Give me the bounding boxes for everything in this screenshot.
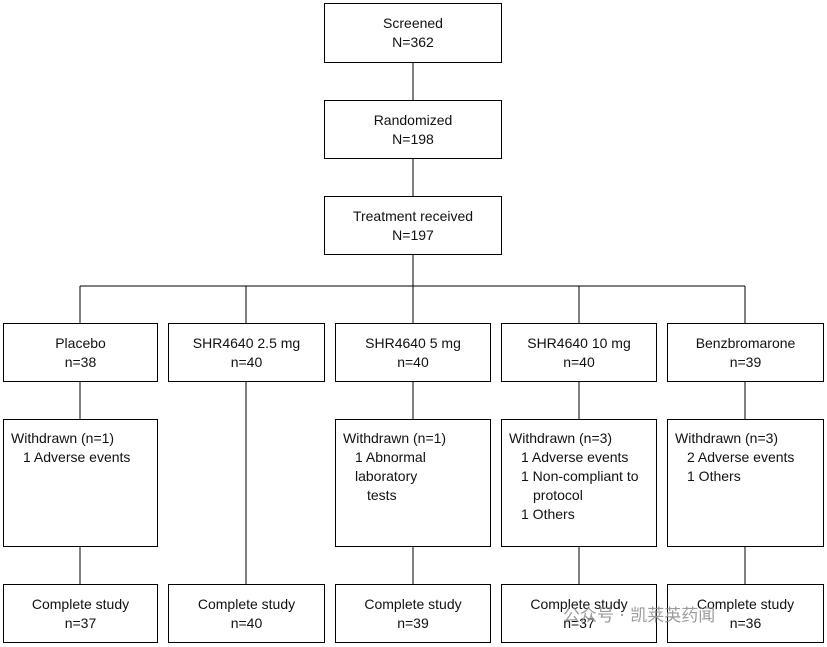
withdrawn-placebo-box: Withdrawn (n=1) 1 Adverse events: [3, 419, 158, 547]
arm-count: n=40: [397, 353, 429, 370]
screened-box: Screened N=362: [324, 3, 502, 63]
complete-shr4640-10mg-box: Complete study n=37: [501, 584, 657, 643]
arm-name: Benzbromarone: [695, 334, 796, 351]
screened-label: Screened: [383, 15, 443, 31]
withdrawn-reason-cont: tests: [367, 487, 397, 503]
complete-label: Complete study: [530, 595, 628, 612]
withdrawn-reason-cont: protocol: [533, 487, 583, 503]
withdrawn-reason: 1 Adverse events: [23, 449, 131, 465]
complete-count: n=37: [563, 614, 595, 631]
withdrawn-reason: 1 Adverse events: [521, 449, 629, 465]
arm-count: n=40: [230, 353, 263, 370]
withdrawn-reason: 1 Non-compliant to: [521, 468, 639, 484]
complete-count: n=36: [729, 614, 762, 631]
arm-shr4640-2-5mg-box: SHR4640 2.5 mg n=40: [168, 323, 325, 382]
withdrawn-reason: 1 Others: [521, 506, 575, 522]
arm-count: n=38: [64, 353, 97, 370]
withdrawn-title: Withdrawn (n=3): [675, 430, 779, 446]
arm-count: n=39: [729, 353, 762, 370]
withdrawn-title: Withdrawn (n=1): [343, 430, 447, 446]
complete-count: n=40: [230, 614, 263, 631]
arm-name: SHR4640 10 mg: [527, 334, 631, 351]
arm-name: Placebo: [55, 334, 106, 351]
complete-shr4640-2-5mg-box: Complete study n=40: [168, 584, 325, 643]
complete-shr4640-5mg-box: Complete study n=39: [335, 584, 491, 643]
treatment-box: Treatment received N=197: [324, 196, 502, 255]
complete-label: Complete study: [197, 595, 296, 612]
withdrawn-shr4640-5mg-box: Withdrawn (n=1) 1 Abnormal laboratory te…: [335, 419, 491, 547]
arm-shr4640-5mg-box: SHR4640 5 mg n=40: [335, 323, 491, 382]
randomized-box: Randomized N=198: [324, 100, 502, 159]
complete-label: Complete study: [696, 595, 795, 612]
withdrawn-benzbromarone-box: Withdrawn (n=3) 2 Adverse events 1 Other…: [667, 419, 824, 547]
withdrawn-reason: 1 Others: [687, 468, 741, 484]
arm-name: SHR4640 2.5 mg: [192, 334, 301, 351]
treatment-count: N=197: [392, 226, 434, 243]
withdrawn-title: Withdrawn (n=3): [509, 430, 613, 446]
complete-label: Complete study: [364, 595, 462, 612]
treatment-label: Treatment received: [352, 207, 474, 224]
screened-count: N=362: [392, 34, 434, 50]
complete-label: Complete study: [31, 595, 130, 612]
withdrawn-shr4640-10mg-box: Withdrawn (n=3) 1 Adverse events 1 Non-c…: [501, 419, 657, 547]
arm-count: n=40: [563, 353, 595, 370]
complete-benzbromarone-box: Complete study n=36: [667, 584, 824, 643]
complete-count: n=39: [397, 614, 429, 631]
arm-name: SHR4640 5 mg: [365, 334, 461, 351]
randomized-count: N=198: [392, 130, 434, 147]
watermark: 公众号 · 凯莱英药闻: [563, 606, 716, 626]
arm-placebo-box: Placebo n=38: [3, 323, 158, 382]
randomized-label: Randomized: [373, 111, 453, 128]
arm-shr4640-10mg-box: SHR4640 10 mg n=40: [501, 323, 657, 382]
withdrawn-reason: 1 Abnormal laboratory: [355, 449, 426, 484]
withdrawn-reason: 2 Adverse events: [687, 449, 795, 465]
arm-benzbromarone-box: Benzbromarone n=39: [667, 323, 824, 382]
complete-placebo-box: Complete study n=37: [3, 584, 158, 643]
complete-count: n=37: [64, 614, 97, 631]
withdrawn-title: Withdrawn (n=1): [11, 430, 115, 446]
